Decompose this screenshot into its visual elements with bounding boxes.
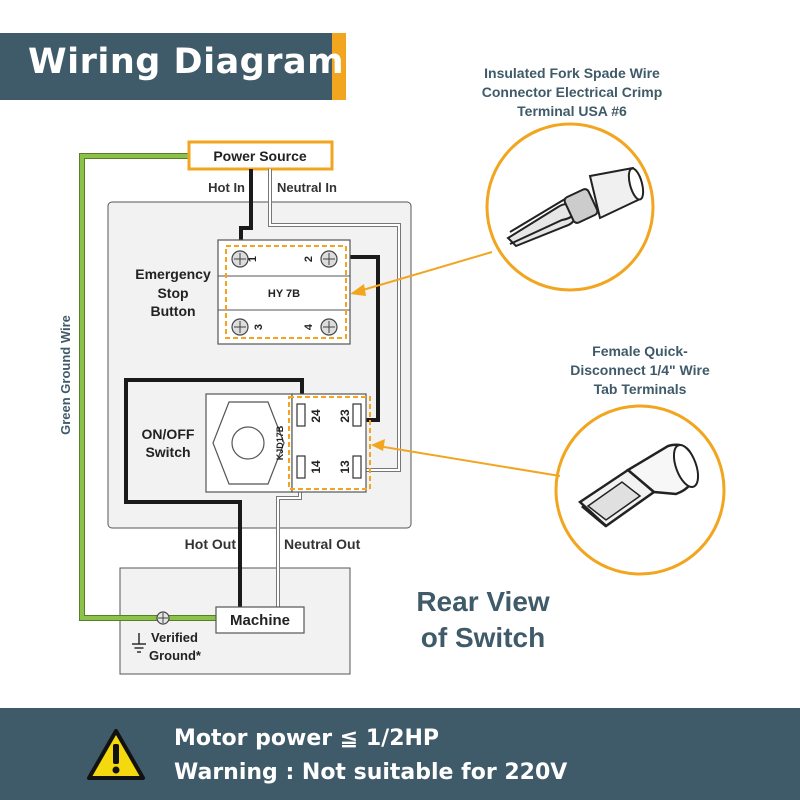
quick-disconnect-callout-line: [377, 445, 561, 477]
ground-screw-icon: [156, 611, 170, 625]
arrow-icon: [371, 439, 385, 451]
wiring-diagram: Green Ground Wire Power Source Hot In Ne…: [58, 65, 726, 675]
screw-icon: [320, 318, 338, 336]
neutral-in-wire: [269, 169, 400, 471]
screw-icon: [231, 250, 249, 268]
estop-terminal-1: 1: [247, 256, 259, 262]
green-ground-wire-label: Green Ground Wire: [58, 315, 73, 435]
power-source-label: Power Source: [213, 148, 307, 164]
emergency-stop-label-3: Button: [150, 303, 195, 319]
neutral-out-label: Neutral Out: [284, 536, 361, 552]
fork-spade-label-3: Terminal USA #6: [517, 103, 627, 119]
fork-spade-label-1: Insulated Fork Spade Wire: [484, 65, 660, 81]
arrow-icon: [350, 284, 366, 296]
rear-view-label-2: of Switch: [421, 622, 545, 653]
voltage-warning: Warning : Not suitable for 220V: [174, 760, 568, 785]
emergency-stop-label-2: Stop: [157, 285, 188, 301]
estop-terminal-highlight: [225, 245, 347, 339]
switch-model: KJD17B: [275, 425, 285, 460]
motor-power-warning: Motor power ≦ 1/2HP: [174, 726, 440, 751]
power-source-box: [187, 140, 334, 171]
switch-terminal-23: 23: [338, 409, 352, 423]
page-title: Wiring Diagram: [28, 42, 345, 82]
fork-spade-label-2: Connector Electrical Crimp: [482, 84, 663, 100]
rear-view-label-1: Rear View: [416, 586, 550, 617]
warning-triangle-icon: [87, 729, 145, 780]
title-bar: [0, 33, 332, 100]
estop-terminal-4: 4: [303, 323, 315, 330]
verified-ground-label-2: Ground*: [149, 648, 202, 663]
machine-label: Machine: [230, 612, 290, 629]
estop-terminal-3: 3: [253, 324, 265, 330]
switch-terminal-13: 13: [338, 460, 352, 474]
verified-ground-label-1: Verified: [151, 630, 198, 645]
switch-terminal-24: 24: [309, 409, 323, 423]
machine-box: [215, 606, 305, 634]
estop-model: HY 7B: [268, 288, 300, 300]
quick-disconnect-label-3: Tab Terminals: [594, 381, 687, 397]
switch-terminal-highlight: [288, 396, 371, 490]
emergency-stop-label-1: Emergency: [135, 266, 211, 282]
hot-in-label: Hot In: [208, 180, 245, 195]
screw-icon: [320, 250, 338, 268]
switch-terminal-14: 14: [309, 460, 323, 474]
warning-bar: [0, 708, 800, 800]
onoff-switch-label-1: ON/OFF: [142, 426, 195, 442]
neutral-in-label: Neutral In: [277, 180, 337, 195]
fork-spade-terminal-icon: [506, 166, 645, 248]
quick-disconnect-terminal-icon: [577, 443, 700, 528]
onoff-switch-label-2: Switch: [145, 444, 190, 460]
green-ground-wire: [80, 154, 216, 620]
estop-terminal-2: 2: [303, 256, 315, 262]
screw-icon: [231, 318, 249, 336]
quick-disconnect-label-2: Disconnect 1/4" Wire: [570, 362, 710, 378]
title-accent: [332, 33, 346, 100]
ground-symbol-icon: [132, 633, 146, 653]
fork-spade-callout-line: [355, 251, 493, 293]
switch-knob-icon: [231, 426, 265, 460]
quick-disconnect-label-1: Female Quick-: [592, 343, 688, 359]
hot-out-label: Hot Out: [185, 536, 237, 552]
hot-out-wire: [124, 378, 304, 612]
